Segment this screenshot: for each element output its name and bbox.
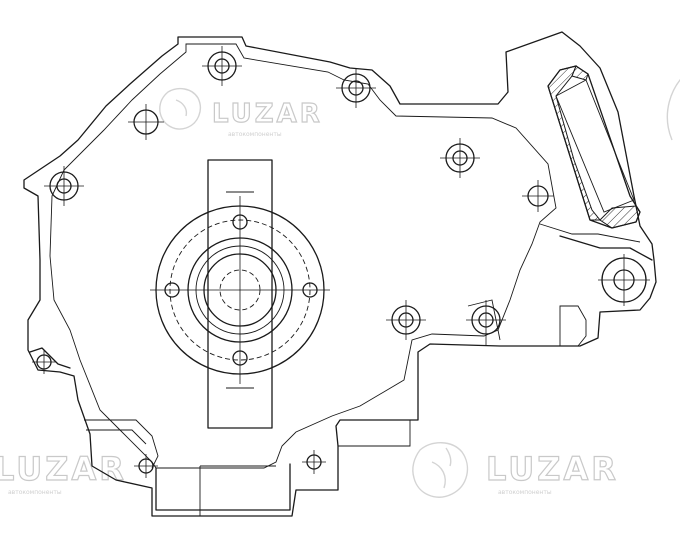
flange-boss-top [226,191,254,389]
watermark-brand: LUZAR [486,450,619,488]
right-ear [559,235,653,261]
mounting-holes [32,46,650,478]
right-pocket [559,305,587,347]
left-lower-rib [86,429,147,445]
section-hatch-left [547,65,602,221]
central-flange [150,159,330,429]
hole-lower-right [466,300,506,346]
flange-bolt-top [232,214,248,230]
bottom-block [155,463,291,511]
section-inner [555,79,635,213]
hole-upper-left [128,104,164,140]
watermark-bottom-right: LUZAR автокомпоненты [412,442,619,498]
left-flange [29,347,71,369]
right-lower-web [467,299,501,341]
hole-center-right [386,300,426,340]
hole-left [44,166,84,206]
hole-right-ear [598,254,650,306]
flange-bolt-right [302,282,318,298]
hole-upper-right [440,138,480,178]
flange-bolt-bottom [232,350,248,366]
hole-bottom-left [134,454,158,478]
housing-outline [23,31,657,517]
watermark-brand: LUZAR [212,99,323,129]
hole-bottom-center [302,450,326,474]
flange-bolt-left [164,282,180,298]
watermark-bottom-left: LUZAR автокомпоненты [0,449,127,496]
watermark-tagline: автокомпоненты [228,131,282,138]
watermark-brand: LUZAR [0,450,127,488]
hole-top-left [202,46,242,86]
watermark-logo-icon [412,442,469,498]
hole-top-center [336,68,376,108]
watermark-top: LUZAR автокомпоненты [159,87,323,138]
section-cut [547,65,641,229]
section-hatch-right [571,65,641,229]
watermark-tagline: автокомпоненты [498,489,552,496]
section-outer [547,65,641,229]
inner-contour [49,43,557,469]
hole-left-lower [32,350,56,374]
watermark-tagline: автокомпоненты [8,489,62,496]
left-flange-rib [84,419,159,469]
right-ear-inner [539,223,641,243]
hole-right-mid [522,180,554,212]
watermark-edge-arc [666,79,680,141]
watermark-logo-icon [159,87,202,130]
right-lower-step [338,420,411,447]
outer-contour [23,31,657,517]
flange-plate [207,159,273,429]
